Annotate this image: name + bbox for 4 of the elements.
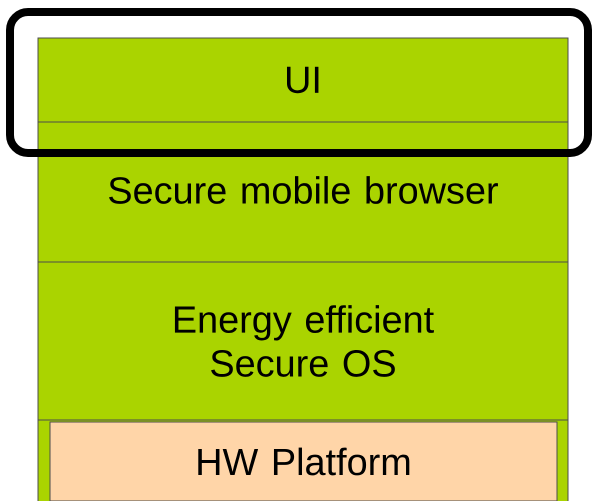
layer-box: UI xyxy=(38,38,568,122)
layer-box: Secure mobile browser xyxy=(38,122,568,262)
layer-box: HW Platform xyxy=(50,422,558,501)
layer-box: Energy efficient Secure OS xyxy=(38,262,568,420)
